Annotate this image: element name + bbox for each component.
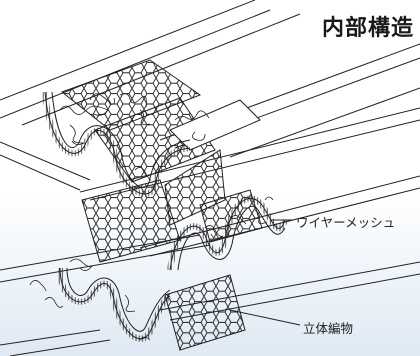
page-title: 内部構造 (321, 16, 414, 41)
upper-fiber-filling (59, 93, 210, 181)
middle-wave-sheet (167, 195, 288, 271)
upper-wave-sheet (42, 91, 191, 197)
wire-mesh-label: ワイヤーメッシュ (296, 215, 396, 230)
lower-wave-sheet (57, 267, 172, 342)
lower-hex-mesh (164, 274, 246, 351)
lower-fiber-filling (29, 258, 151, 341)
leader-lines (229, 219, 301, 326)
spacer-fabric-label: 立体編物 (303, 321, 354, 336)
middle-fiber-filling (204, 196, 274, 239)
